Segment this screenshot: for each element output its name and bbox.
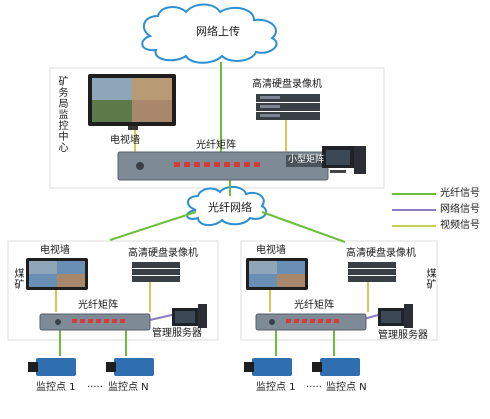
left-dots: ····· [87, 382, 103, 393]
left-tv-wall-graphic [26, 258, 88, 290]
hq-matrix-brand-label: 小型矩阵 [288, 155, 325, 165]
left-server-graphic [172, 304, 207, 328]
left-nvr-graphic [132, 262, 180, 282]
legend-network-label: 网络信号 [440, 204, 480, 215]
right-camera-1-graphic [244, 358, 292, 376]
left-matrix-graphic [39, 313, 151, 331]
link-fiber-to-left-mine [109, 211, 197, 241]
left-tv-wall-label: 电视墙 [40, 245, 70, 256]
link-fiber-to-right-mine [261, 211, 346, 243]
left-matrix-label: 光纤矩阵 [78, 300, 118, 311]
right-server-label: 管理服务器 [378, 330, 428, 341]
right-camera-n-graphic [312, 358, 360, 376]
right-nvr-graphic [348, 262, 396, 282]
right-dots: ····· [306, 382, 322, 393]
right-point-1-label: 监控点 1 [256, 382, 296, 393]
hq-tv-wall-label: 电视墙 [110, 135, 140, 146]
upload-cloud-shape [141, 3, 278, 64]
right-mine-side-label: 煤矿 [424, 268, 435, 290]
right-tv-wall-graphic [246, 258, 308, 290]
right-point-n-label: 监控点 N [326, 382, 367, 393]
right-tv-wall-label: 电视墙 [256, 245, 286, 256]
hq-nvr-graphic [256, 94, 320, 120]
upload-cloud-label: 网络上传 [196, 25, 240, 38]
legend-video-label: 视频信号 [440, 220, 480, 231]
hq-pc-graphic [322, 146, 366, 174]
left-point-n-label: 监控点 N [108, 382, 149, 393]
hq-matrix-label: 光纤矩阵 [196, 140, 236, 151]
right-matrix-graphic [255, 313, 367, 331]
left-link-matrix-to-server [149, 313, 177, 321]
hq-matrix-graphic [117, 151, 329, 181]
right-server-graphic [378, 304, 413, 328]
hq-nvr-label: 高清硬盘录像机 [252, 79, 322, 90]
left-mine-side-label: 煤矿 [12, 268, 23, 290]
fiber-network-cloud-shape [186, 186, 268, 226]
left-server-label: 管理服务器 [152, 328, 202, 339]
legend-fiber-label: 光纤信号 [440, 188, 480, 199]
hq-side-label: 矿务局监控中心 [56, 76, 67, 153]
left-point-1-label: 监控点 1 [36, 382, 76, 393]
fiber-cloud-label: 光纤网络 [208, 201, 252, 214]
right-matrix-label: 光纤矩阵 [294, 300, 334, 311]
left-nvr-label: 高清硬盘录像机 [128, 248, 198, 259]
right-nvr-label: 高清硬盘录像机 [346, 248, 416, 259]
hq-tv-wall-graphic [88, 74, 176, 130]
left-camera-n-graphic [106, 358, 154, 376]
left-camera-1-graphic [28, 358, 76, 376]
